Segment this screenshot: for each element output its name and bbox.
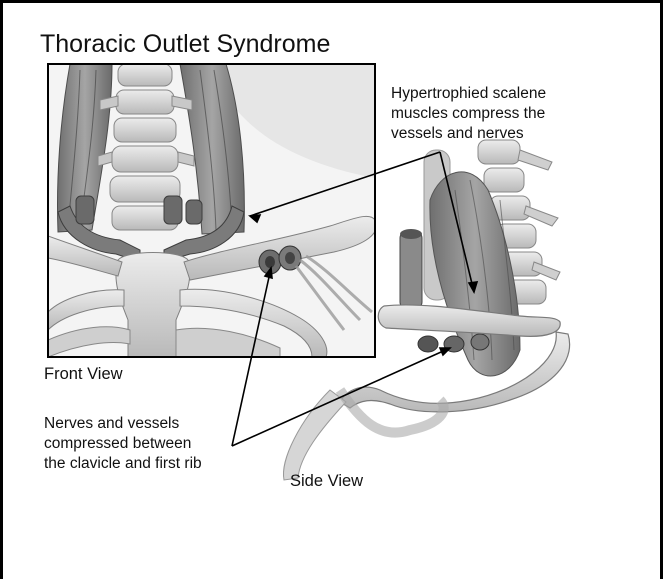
hypertrophied-scalene-label: Hypertrophied scalene muscles compress t… [391,84,546,144]
nerves-vessels-label: Nerves and vessels compressed between th… [44,414,202,474]
side-clavicle [378,305,560,336]
side-view-label: Side View [290,472,363,491]
diagram-title: Thoracic Outlet Syndrome [40,30,330,59]
front-view-illustration [48,64,377,357]
side-arm-bone [283,390,346,480]
front-view-label: Front View [44,365,123,384]
